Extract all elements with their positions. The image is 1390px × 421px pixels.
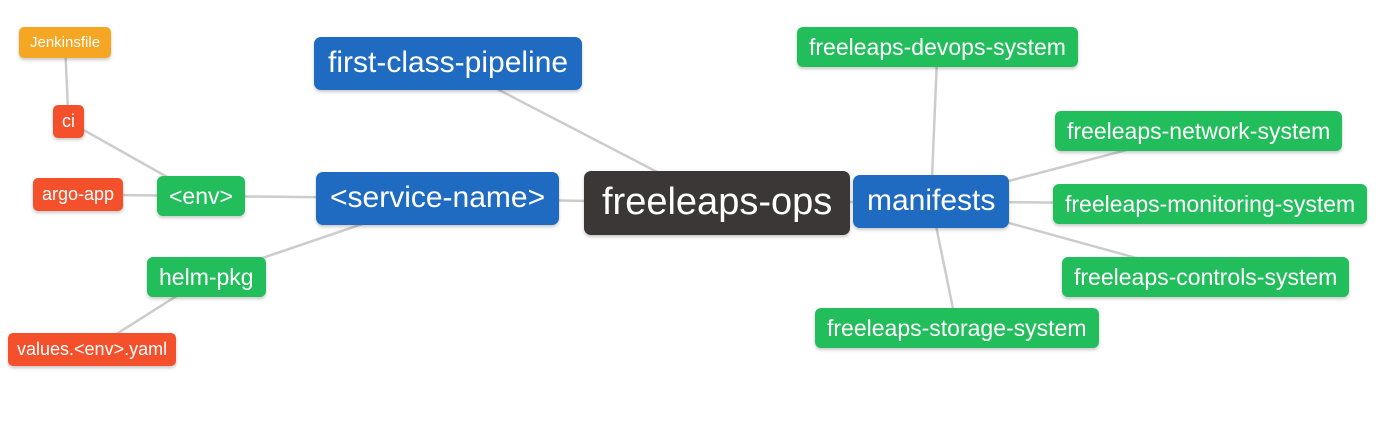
node-ci[interactable]: ci — [53, 105, 84, 138]
node-argo-app[interactable]: argo-app — [33, 178, 124, 211]
node-label: freeleaps-ops — [602, 181, 833, 223]
node-freeleaps-monitoring-system[interactable]: freeleaps-monitoring-system — [1053, 184, 1368, 225]
node-first-class-pipeline[interactable]: first-class-pipeline — [314, 37, 583, 90]
node-service-name[interactable]: <service-name> — [316, 172, 560, 225]
node-label: <env> — [169, 183, 233, 209]
node-freeleaps-storage-system[interactable]: freeleaps-storage-system — [815, 308, 1099, 349]
node-label: Jenkinsfile — [30, 34, 101, 51]
node-label: freeleaps-storage-system — [827, 315, 1087, 341]
node-jenkinsfile[interactable]: Jenkinsfile — [19, 27, 112, 59]
node-label: first-class-pipeline — [328, 46, 569, 79]
node-label: freeleaps-network-system — [1067, 118, 1331, 144]
node-label: <service-name> — [330, 181, 546, 214]
node-freeleaps-controls-system[interactable]: freeleaps-controls-system — [1062, 257, 1350, 298]
node-label: values.<env>.yaml — [17, 339, 168, 359]
node-label: ci — [62, 111, 75, 131]
node-values-env-yaml[interactable]: values.<env>.yaml — [8, 333, 177, 366]
node-freeleaps-devops-system[interactable]: freeleaps-devops-system — [797, 27, 1078, 68]
node-label: argo-app — [42, 184, 115, 204]
node-env[interactable]: <env> — [157, 176, 245, 217]
node-label: manifests — [867, 184, 996, 217]
node-label: freeleaps-monitoring-system — [1065, 191, 1356, 217]
node-helm-pkg[interactable]: helm-pkg — [147, 257, 266, 298]
node-label: freeleaps-devops-system — [809, 34, 1066, 60]
node-label: helm-pkg — [159, 264, 254, 290]
node-freeleaps-ops[interactable]: freeleaps-ops — [584, 171, 851, 235]
node-freeleaps-network-system[interactable]: freeleaps-network-system — [1055, 111, 1343, 152]
node-manifests[interactable]: manifests — [853, 175, 1010, 228]
node-label: freeleaps-controls-system — [1074, 264, 1338, 290]
